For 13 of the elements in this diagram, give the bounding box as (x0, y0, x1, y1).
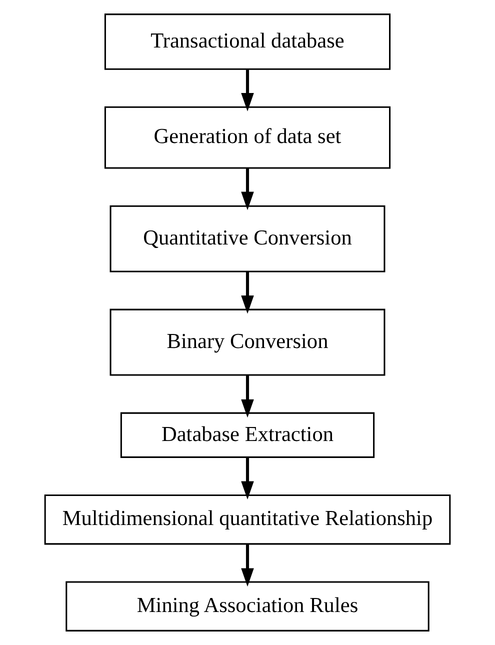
node-box: Generation of data set (104, 106, 391, 169)
arrow (241, 70, 254, 112)
arrow (241, 544, 254, 587)
node-box: Database Extraction (120, 412, 375, 458)
arrow (241, 457, 254, 500)
node-box: Mining Association Rules (66, 581, 430, 632)
node-box: Multidimensional quantitative Relationship (44, 494, 451, 545)
node-box: Binary Conversion (110, 308, 386, 376)
arrow (241, 272, 254, 314)
node-box: Quantitative Conversion (110, 205, 386, 272)
arrow (241, 375, 254, 418)
arrow (241, 168, 254, 210)
node-box: Transactional database (104, 14, 391, 70)
